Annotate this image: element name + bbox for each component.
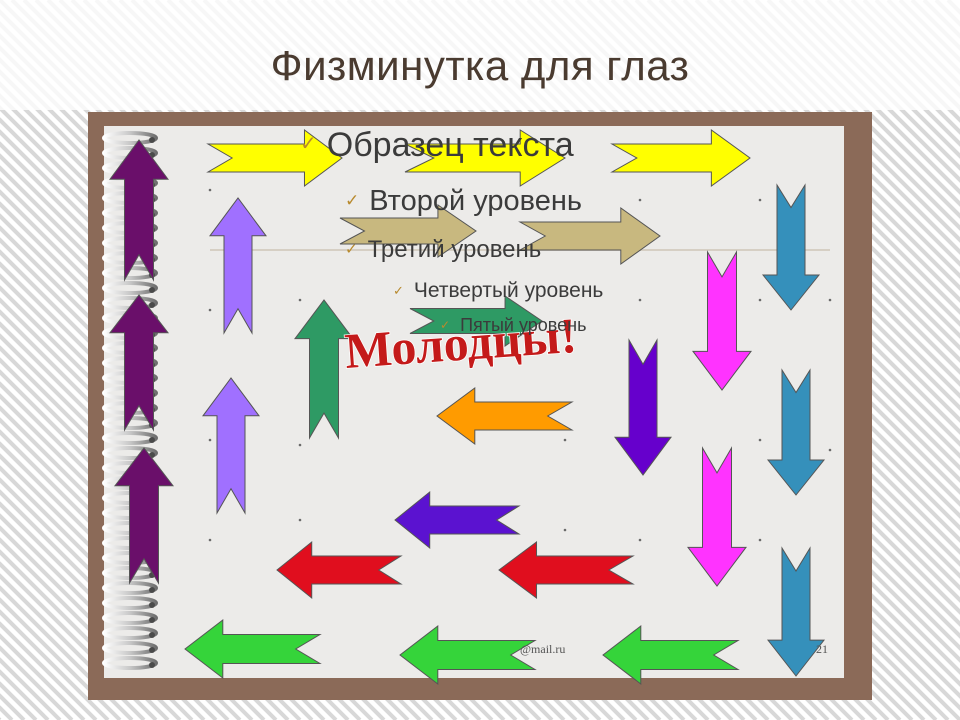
background-stripe: [0, 549, 170, 720]
spiral-coil: [102, 641, 158, 655]
binding-hole: [149, 587, 155, 593]
arrow-left-green-1: [184, 618, 322, 680]
arrow-left-red-2: [498, 541, 635, 599]
arrow-down-steel-blue-3: [766, 546, 826, 677]
binding-hole: [149, 632, 155, 638]
paper-dot: [638, 538, 642, 542]
paper-dot: [563, 528, 567, 532]
background-stripe: [802, 0, 960, 159]
background-stripe: [778, 0, 960, 183]
arrow-right-khaki-2: [518, 207, 661, 265]
arrow-up-dark-purple-3: [113, 447, 175, 585]
paper-dot: [758, 298, 762, 302]
footer-email: @mail.ru: [520, 642, 566, 656]
spiral-coil: [102, 431, 158, 445]
binding-hole: [149, 437, 155, 443]
background-stripe: [814, 0, 960, 147]
arrow-right-yellow-3: [610, 129, 751, 187]
background-stripe: [0, 561, 158, 720]
paper-dot: [758, 438, 762, 442]
spiral-coil: [102, 596, 158, 610]
paper-dot: [758, 538, 762, 542]
paper-dot: [418, 198, 422, 202]
spiral-coil: [102, 581, 158, 595]
paper-dot: [298, 298, 302, 302]
arrow-up-dark-purple-1: [109, 139, 169, 282]
spiral-coil: [102, 656, 158, 670]
binding-hole: [149, 137, 155, 143]
wordart-molodtsy: Молодцы!: [343, 307, 579, 379]
paper-dot: [208, 538, 212, 542]
slide-title: Физминутка для глаз: [270, 42, 690, 89]
paper-dot: [638, 198, 642, 202]
arrow-right-yellow-2: [404, 129, 566, 187]
paper-dot: [828, 448, 832, 452]
paper-dot: [208, 188, 212, 192]
paper-dot: [758, 198, 762, 202]
spiral-coil: [102, 611, 158, 625]
binding-hole: [149, 647, 155, 653]
arrow-down-steel-blue-2: [766, 368, 826, 496]
arrow-left-orange: [436, 387, 574, 445]
background-stripe: [754, 0, 960, 207]
binding-hole: [149, 617, 155, 623]
arrow-down-magenta-1: [691, 250, 753, 391]
binding-hole: [149, 302, 155, 308]
background-stripe: [0, 585, 134, 720]
arrow-down-magenta-2: [686, 446, 748, 587]
arrow-group: [108, 129, 826, 686]
arrow-up-lavender-2: [202, 377, 260, 515]
arrow-right-teal-green: [409, 295, 543, 347]
background-stripe: [0, 525, 194, 720]
arrow-down-violet: [614, 338, 672, 476]
arrow-left-blue-violet: [394, 490, 521, 550]
paper-dot: [563, 438, 567, 442]
spiral-coil: [102, 281, 158, 295]
paper-dot: [828, 298, 832, 302]
background-stripe: [790, 0, 960, 171]
arrow-right-khaki-1: [339, 204, 477, 258]
paper-dot: [298, 443, 302, 447]
arrow-up-teal-green: [293, 299, 355, 440]
arrow-up-lavender-1: [209, 197, 267, 335]
arrow-left-red-1: [276, 540, 403, 600]
spiral-coil: [102, 446, 158, 460]
arrow-left-green-3: [602, 624, 740, 686]
spiral-coil: [102, 626, 158, 640]
arrow-left-green-2: [399, 624, 537, 686]
spiral-coil: [102, 131, 158, 145]
arrow-right-yellow-1: [206, 129, 343, 187]
paper-dot: [208, 308, 212, 312]
arrow-up-dark-purple-2: [108, 294, 170, 432]
binding-hole: [149, 602, 155, 608]
background-fade: [0, 0, 960, 110]
binding-hole: [149, 287, 155, 293]
paper-dot: [208, 438, 212, 442]
background-stripe: [766, 0, 960, 195]
slide-number: 21: [816, 642, 828, 656]
background-stripe: [0, 573, 146, 720]
binding-hole: [149, 662, 155, 668]
background-stripe: [826, 0, 960, 135]
background-stripe: [0, 537, 182, 720]
paper-dot: [298, 518, 302, 522]
background-stripe: [0, 513, 206, 720]
arrow-down-steel-blue-1: [761, 183, 821, 311]
paper-dot: [638, 298, 642, 302]
